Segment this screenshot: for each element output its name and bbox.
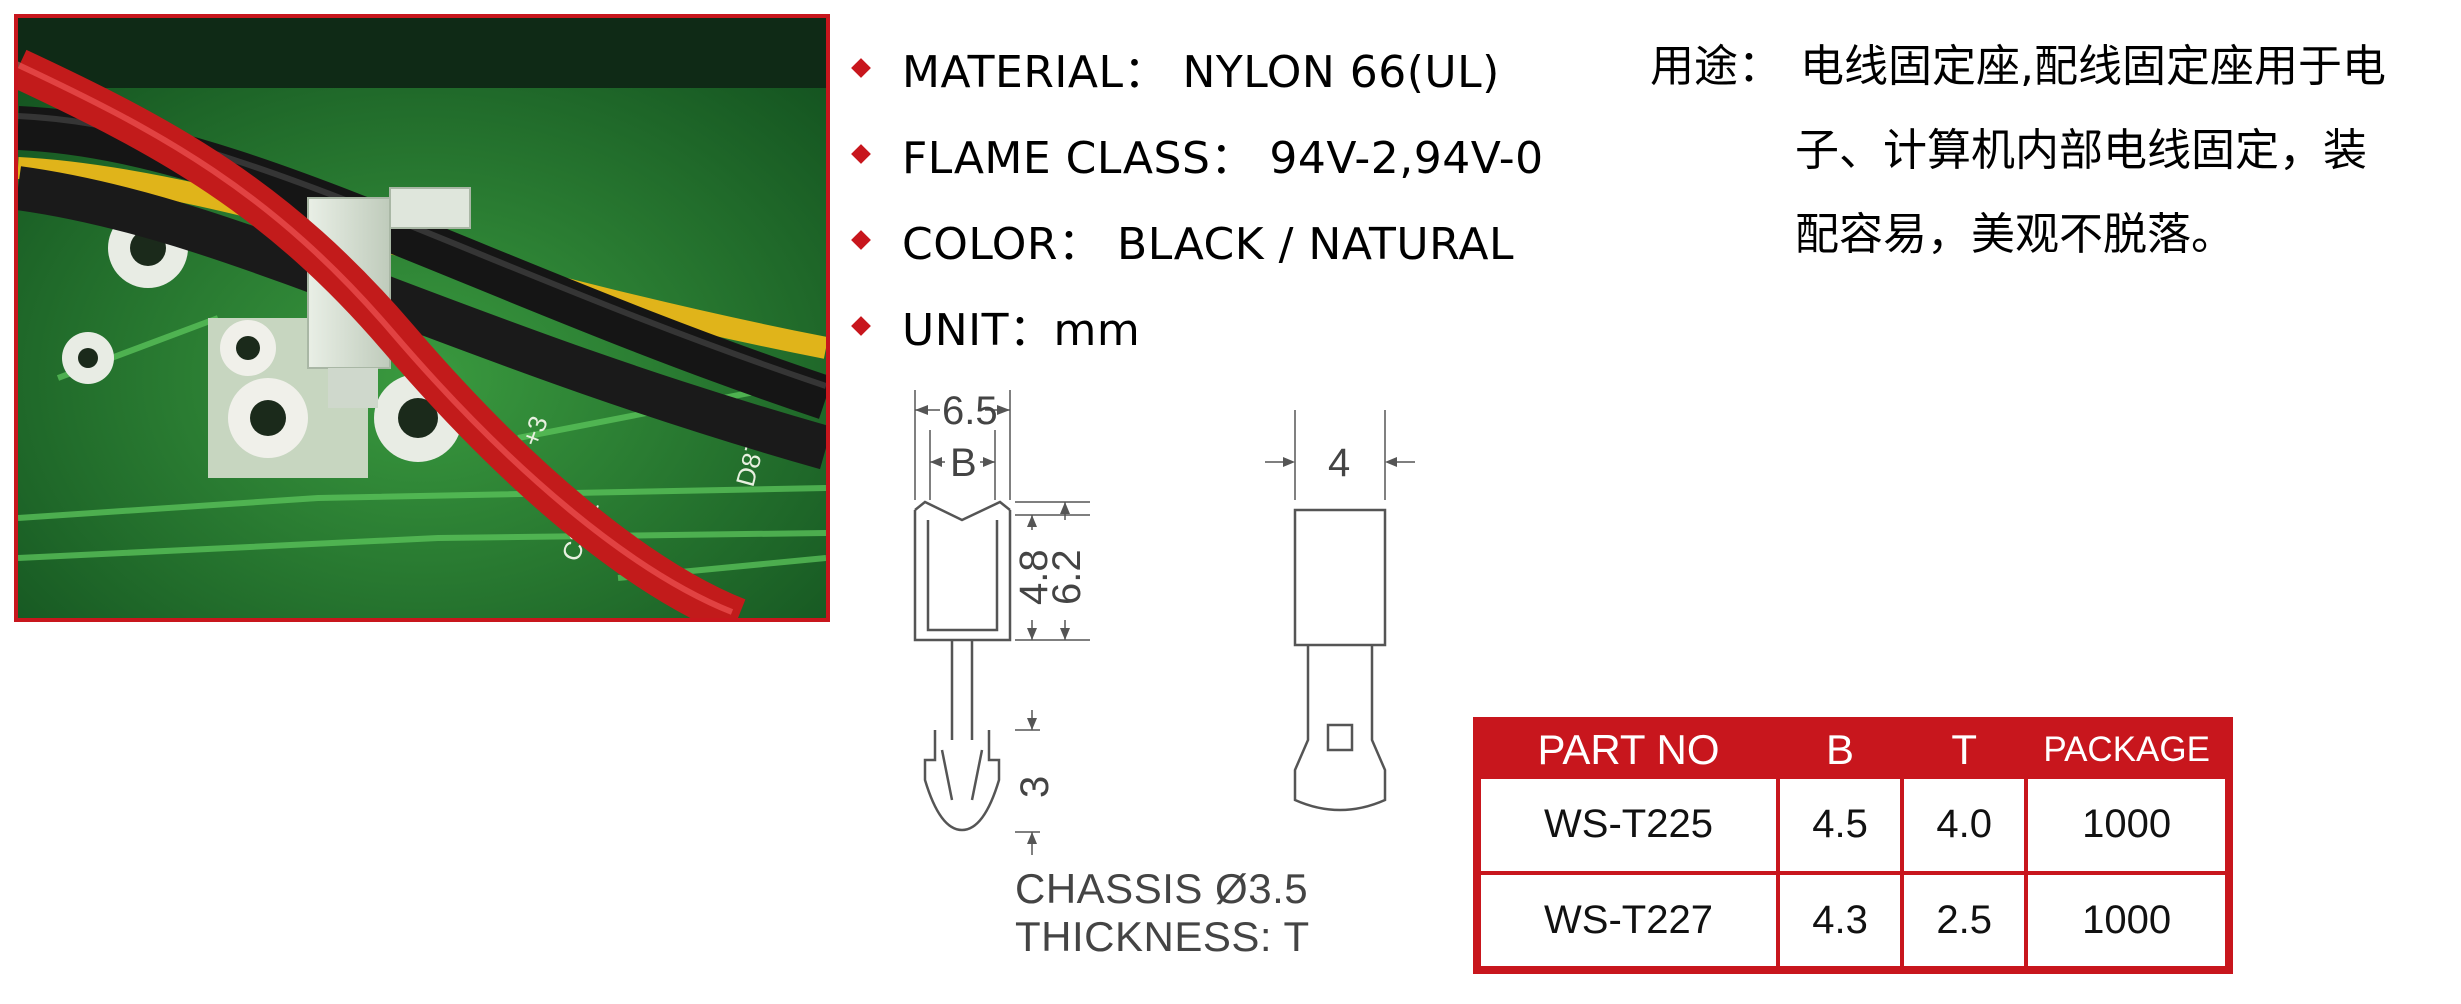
bullet-diamond-icon [851, 144, 871, 164]
bullet-diamond-icon [851, 316, 871, 336]
thickness-line: THICKNESS: T [1015, 913, 1310, 960]
spec-separator: ： [1008, 305, 1054, 356]
column-header: B [1779, 725, 1901, 775]
part-table: PART NO B T PACKAGE WS-T225 4.5 4.0 1000… [1473, 717, 2233, 974]
spec-item-material: MATERIAL： NYLON 66(UL) [850, 25, 1630, 111]
bullet-diamond-icon [851, 58, 871, 78]
table-cell: 2.5 [1904, 874, 2025, 966]
spec-text: UNIT：mm [902, 294, 1140, 358]
bullet-diamond-icon [851, 230, 871, 250]
table-cell: 1000 [2028, 874, 2225, 966]
table-header-row: PART NO B T PACKAGE [1481, 725, 2225, 775]
table-cell: 4.3 [1779, 874, 1901, 966]
table-cell: 4.5 [1779, 779, 1901, 871]
usage-line: 电线固定座,配线固定座用于电 [1800, 41, 2386, 92]
drawing-svg: 6.5 B 4.8 6.2 3 4 [913, 389, 1415, 855]
column-header: T [1904, 725, 2025, 775]
table-cell: 1000 [2028, 779, 2225, 871]
spec-item-unit: UNIT：mm [850, 283, 1630, 369]
spec-list: MATERIAL： NYLON 66(UL) FLAME CLASS： 94V-… [850, 25, 1630, 369]
dim-label-width-inner: B [950, 441, 977, 485]
spec-text: COLOR： BLACK / NATURAL [902, 208, 1514, 272]
spec-text: MATERIAL： NYLON 66(UL) [902, 36, 1500, 100]
spec-item-color: COLOR： BLACK / NATURAL [850, 197, 1630, 283]
part-table-grid: PART NO B T PACKAGE WS-T225 4.5 4.0 1000… [1477, 721, 2229, 970]
column-header: PACKAGE [2028, 725, 2225, 775]
spec-label: MATERIAL [902, 47, 1124, 98]
table-cell: WS-T227 [1481, 874, 1776, 966]
spec-text: FLAME CLASS： 94V-2,94V-0 [902, 122, 1544, 186]
usage-line: 子、计算机内部电线固定，装 [1795, 125, 2367, 176]
technical-drawing: 6.5 B 4.8 6.2 3 4 [880, 380, 1440, 980]
spec-value: BLACK / NATURAL [1117, 219, 1515, 270]
dim-label-leg: 3 [1013, 776, 1057, 798]
spec-label: UNIT [902, 305, 1009, 356]
spec-separator: ： [1058, 219, 1103, 270]
chassis-line: CHASSIS Ø3.5 [1015, 865, 1309, 912]
usage-line: 配容易，美观不脱落。 [1795, 209, 2235, 260]
dim-label-height-inner: 4.8 [1012, 549, 1056, 605]
chassis-note: CHASSIS Ø3.5 THICKNESS: T [1015, 865, 1310, 961]
usage-label: 用途： [1650, 41, 1782, 92]
table-cell: 4.0 [1904, 779, 2025, 871]
dim-label-side-width: 4 [1328, 441, 1350, 485]
spec-item-flame-class: FLAME CLASS： 94V-2,94V-0 [850, 111, 1630, 197]
spec-separator: ： [1210, 133, 1255, 184]
spec-label: COLOR [902, 219, 1059, 270]
spec-value: 94V-2,94V-0 [1269, 133, 1544, 184]
table-row: WS-T227 4.3 2.5 1000 [1481, 874, 2225, 966]
dim-label-height-total: 6.2 [1045, 549, 1089, 605]
pcb-photo-illustration: C302 D875 +3 [18, 18, 826, 618]
spec-value: NYLON 66(UL) [1182, 47, 1500, 98]
dim-label-width-total: 6.5 [942, 389, 998, 433]
spec-value: mm [1053, 305, 1141, 356]
table-cell: WS-T225 [1481, 779, 1776, 871]
spec-separator: ： [1123, 47, 1168, 98]
table-row: WS-T225 4.5 4.0 1000 [1481, 779, 2225, 871]
spec-label: FLAME CLASS [902, 133, 1211, 184]
product-photo: C302 D875 +3 [14, 14, 830, 622]
column-header: PART NO [1481, 725, 1776, 775]
